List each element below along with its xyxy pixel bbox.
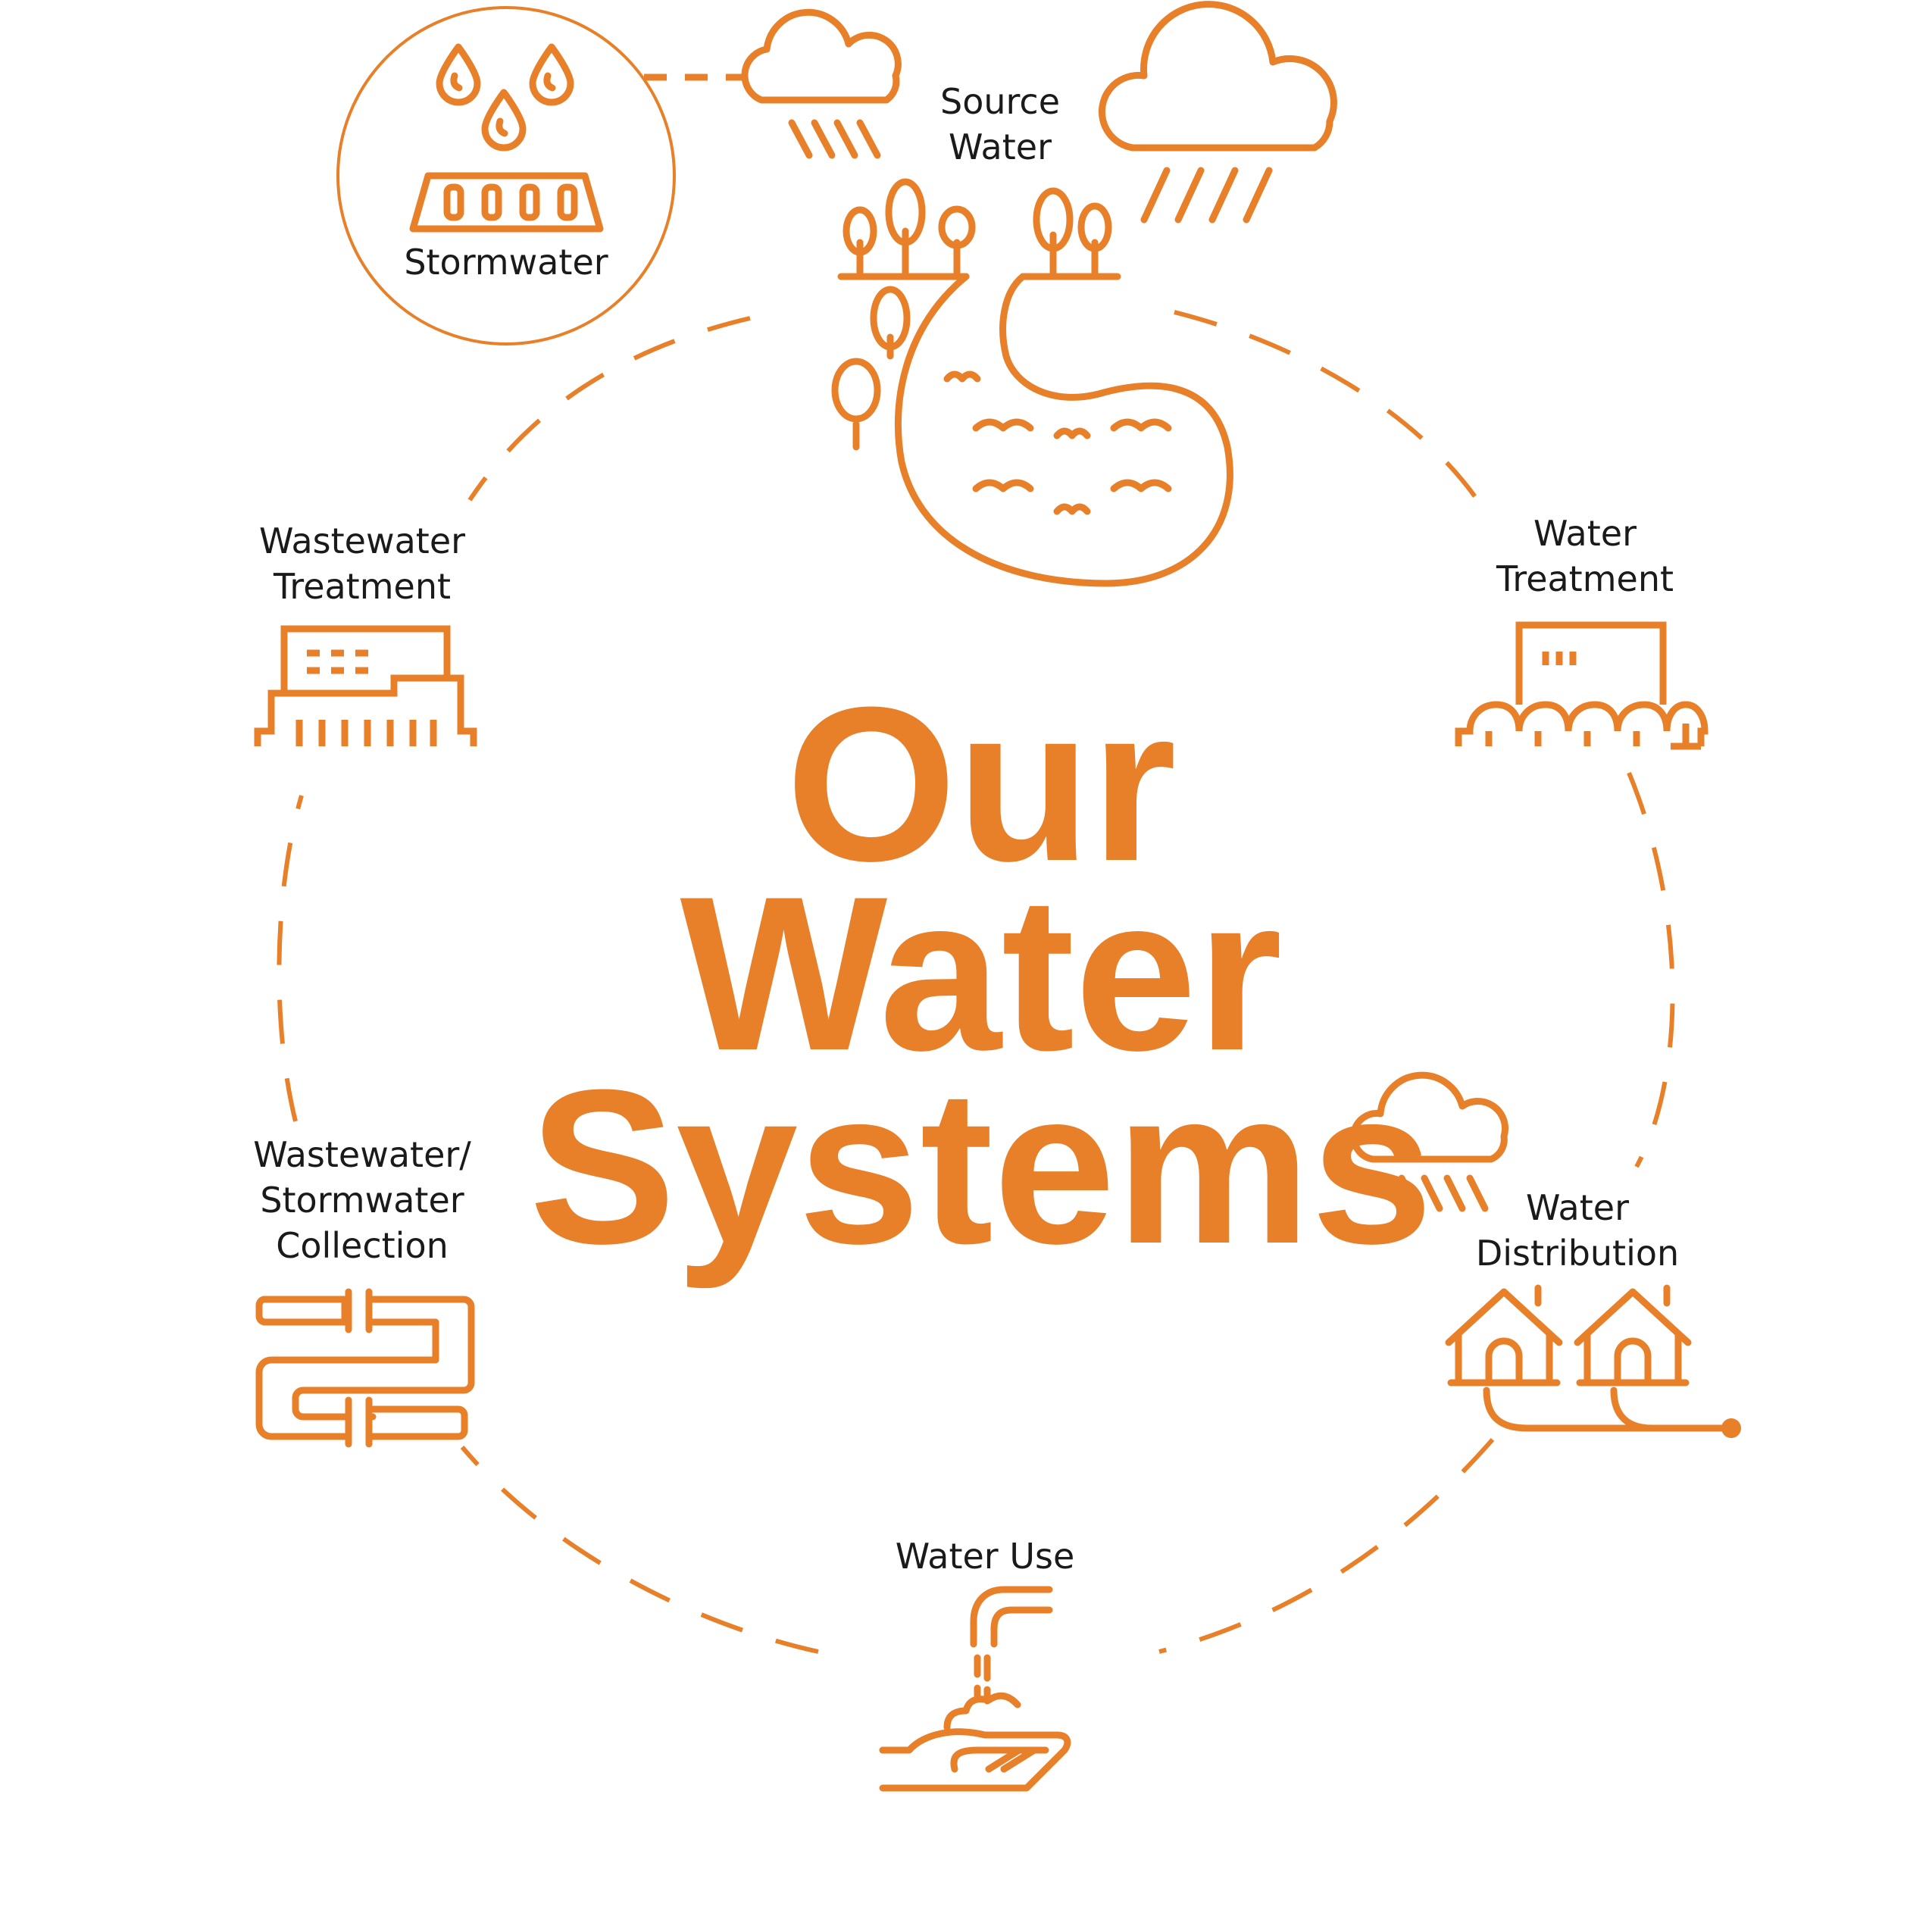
stormwater-circle	[336, 6, 676, 345]
stage-collection: Wastewater/ Stormwater Collection	[253, 1134, 475, 1448]
collection-label-3: Collection	[276, 1225, 449, 1266]
stage-source-water: Source Water	[741, 1, 1337, 587]
cycle-ring	[277, 310, 1675, 1654]
stage-stormwater: Stormwater	[336, 6, 676, 345]
source-water-label-1: Source	[940, 81, 1060, 122]
title-line-1: Our	[786, 661, 1177, 907]
title-line-2: Water	[680, 851, 1283, 1096]
collection-label-2: Stormwater	[260, 1180, 464, 1221]
river-lake-icon	[831, 178, 1233, 587]
water-use-label: Water Use	[896, 1536, 1075, 1577]
stage-water-use: Water Use	[879, 1536, 1075, 1792]
cloud-icon	[1350, 1071, 1509, 1212]
stage-wastewater-treatment: Wastewater Treatment	[254, 521, 477, 746]
faucet-hand-icon	[879, 1586, 1071, 1792]
stormwater-label: Stormwater	[404, 242, 608, 283]
source-water-label-2: Water	[949, 127, 1052, 167]
water-treatment-label-1: Water	[1533, 513, 1637, 554]
treatment-plant-icon	[1455, 621, 1708, 750]
pipes-icon	[255, 1288, 475, 1448]
page-title: Our Water Systems	[530, 661, 1433, 1290]
water-distribution-label-1: Water	[1526, 1187, 1629, 1228]
large-cloud-icon	[1098, 1, 1337, 224]
collection-label-1: Wastewater/	[253, 1134, 471, 1175]
water-distribution-label-2: Distribution	[1476, 1233, 1679, 1274]
stage-water-distribution: Water Distribution	[1350, 1071, 1741, 1438]
wastewater-plant-icon	[254, 625, 477, 746]
water-treatment-label-2: Treatment	[1496, 558, 1674, 599]
stage-water-treatment: Water Treatment	[1455, 513, 1708, 750]
title-line-3: Systems	[530, 1044, 1433, 1290]
storm-drain-icon	[409, 43, 604, 233]
wastewater-treatment-label-2: Treatment	[273, 566, 451, 607]
houses-pipeline-icon	[1445, 1284, 1741, 1438]
cloud-icon	[741, 8, 902, 159]
wastewater-treatment-label-1: Wastewater	[259, 521, 465, 561]
